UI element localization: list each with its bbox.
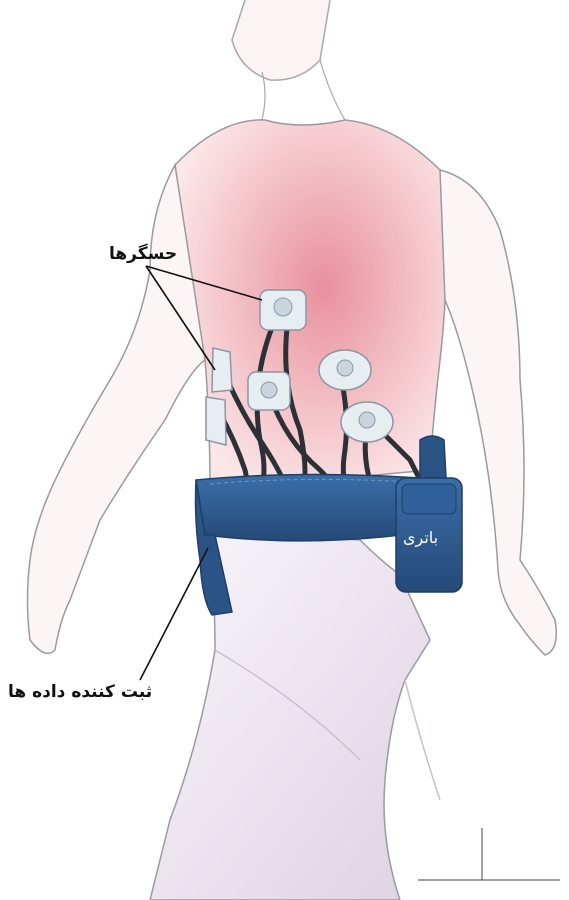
battery-label: باتری bbox=[403, 528, 438, 547]
sensor-pad-icon bbox=[341, 402, 393, 442]
sensors-label: حسگرها bbox=[109, 244, 177, 264]
sensor-pad-icon bbox=[260, 290, 306, 330]
sensor-pad-icon bbox=[248, 372, 290, 410]
recorder-label: ثبت کننده داده ها bbox=[8, 682, 152, 702]
sensor-pad-icon bbox=[319, 350, 371, 390]
pants bbox=[150, 530, 430, 900]
sensor-pad-icon bbox=[206, 397, 226, 445]
arm-left bbox=[28, 165, 206, 653]
logo-mark-icon bbox=[418, 828, 560, 880]
head bbox=[232, 0, 345, 120]
